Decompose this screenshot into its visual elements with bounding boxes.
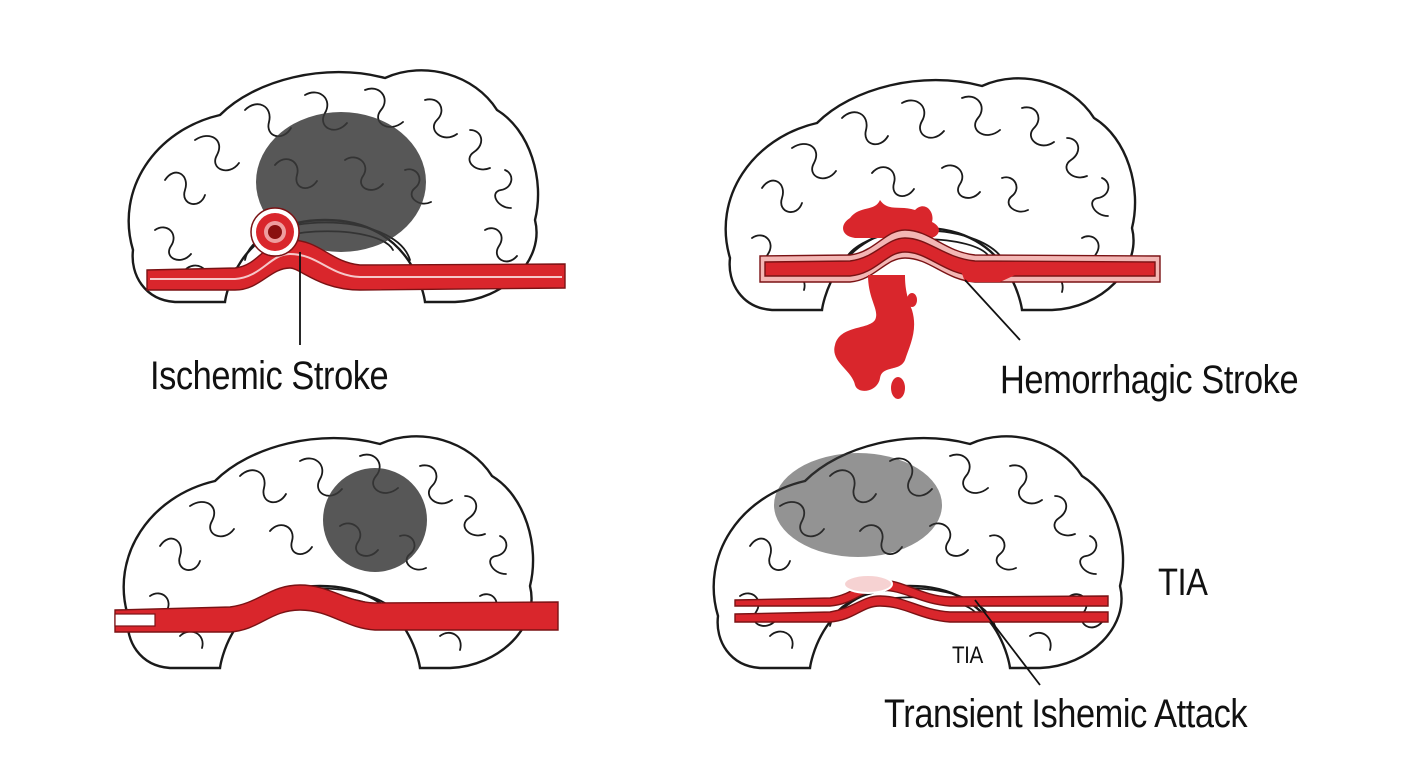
- transient-ischemic-attack-label: Transient Ishemic Attack: [884, 692, 1248, 736]
- tia-panel: [712, 435, 1125, 686]
- ischemic-stroke-panel: [127, 69, 566, 345]
- bleed-splash-top: [843, 200, 939, 239]
- bleed-splash-right: [960, 262, 1030, 282]
- artery-highlight: [150, 252, 562, 280]
- tia-pointer-label: TIA: [952, 642, 983, 669]
- damage-area-shade: [774, 453, 942, 557]
- artery-core: [764, 237, 1156, 277]
- blood-drop: [891, 377, 905, 399]
- damage-area-shade: [256, 112, 426, 252]
- leader-line: [964, 279, 1021, 341]
- artery-lower: [734, 595, 1109, 623]
- leader-line: [974, 599, 1041, 686]
- blood-pool: [834, 275, 915, 391]
- damage-area-shade: [323, 468, 427, 572]
- artery-lumen: [114, 613, 156, 627]
- artery: [114, 584, 559, 633]
- third-brain-panel: [114, 435, 559, 670]
- transient-clot: [843, 574, 893, 594]
- tia-title-label: TIA: [1158, 562, 1208, 604]
- hemorrhagic-stroke-panel: [724, 77, 1161, 399]
- brain-outline: [122, 435, 535, 670]
- clot-core: [268, 225, 282, 239]
- hemorrhagic-stroke-label: Hemorrhagic Stroke: [1000, 358, 1299, 402]
- blood-drop: [907, 293, 917, 307]
- ischemic-stroke-label: Ischemic Stroke: [150, 354, 389, 398]
